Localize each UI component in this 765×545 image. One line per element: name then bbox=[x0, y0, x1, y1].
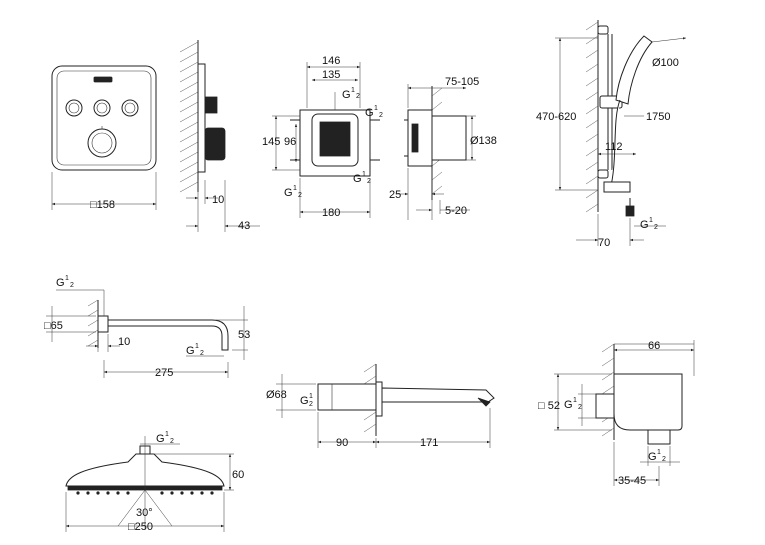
svg-text:1: 1 bbox=[195, 343, 199, 350]
label-box-g-top: G bbox=[342, 89, 351, 101]
bath-spout-view: Ø68 G 1 2 90 171 bbox=[266, 363, 495, 449]
dim-arm-53: 53 bbox=[238, 329, 250, 341]
svg-text:1: 1 bbox=[657, 449, 661, 456]
dim-box-25: 25 bbox=[389, 189, 401, 201]
knob-side-icon bbox=[204, 127, 226, 161]
button-2-icon bbox=[93, 99, 111, 117]
svg-text:1: 1 bbox=[374, 105, 378, 112]
label-head-g: G bbox=[156, 433, 165, 445]
dim-box-135: 135 bbox=[322, 69, 340, 81]
dim-head-30: 30° bbox=[136, 507, 153, 519]
svg-text:2: 2 bbox=[170, 438, 174, 445]
button-1-icon bbox=[65, 99, 83, 117]
svg-text:2: 2 bbox=[662, 456, 666, 463]
dim-shower-1750: 1750 bbox=[646, 111, 670, 123]
dim-control-10: 10 bbox=[212, 194, 224, 206]
control-panel-plate bbox=[51, 65, 157, 171]
svg-text:2: 2 bbox=[578, 404, 582, 411]
spout-body bbox=[381, 387, 495, 403]
dim-elbow-35-45: 35-45 bbox=[618, 475, 646, 487]
label-arm-g-top: G bbox=[56, 277, 65, 289]
dim-control-43: 43 bbox=[238, 220, 250, 232]
dim-elbow-66: 66 bbox=[648, 340, 660, 352]
label-shower-g: G bbox=[640, 219, 649, 231]
dim-box-138: Ø138 bbox=[470, 135, 497, 147]
dim-box-96: 96 bbox=[284, 136, 296, 148]
handshower-icon bbox=[615, 35, 653, 105]
dim-arm-65: □65 bbox=[44, 320, 63, 332]
dim-control-158: □158 bbox=[90, 199, 115, 211]
dim-shower-112: 112 bbox=[605, 141, 623, 153]
install-box-side-view: 75-105 Ø138 25 5-20 bbox=[389, 76, 497, 220]
dim-arm-10: 10 bbox=[118, 336, 130, 348]
dim-spout-171: 171 bbox=[420, 437, 438, 449]
shower-arm bbox=[107, 319, 229, 351]
dim-box-5-20: 5-20 bbox=[445, 205, 467, 217]
svg-text:2: 2 bbox=[654, 224, 658, 231]
svg-text:2: 2 bbox=[309, 401, 313, 408]
dim-arm-275: 275 bbox=[155, 367, 173, 379]
dim-elbow-52: □ 52 bbox=[538, 400, 560, 412]
svg-text:2: 2 bbox=[356, 93, 360, 100]
svg-text:1: 1 bbox=[65, 275, 69, 282]
shower-arm-view: G 1 2 □65 10 53 G 1 2 275 bbox=[44, 275, 250, 379]
label-elbow-g-bottom: G bbox=[648, 451, 657, 463]
dim-box-146: 146 bbox=[322, 55, 340, 67]
elbow-outlet bbox=[647, 429, 671, 445]
button-side-icon bbox=[204, 96, 218, 114]
dim-spout-90: 90 bbox=[336, 437, 348, 449]
control-panel-side-view: 10 43 bbox=[179, 40, 260, 232]
label-box-g-right: G bbox=[365, 107, 374, 119]
label-arm-g-end: G bbox=[186, 345, 195, 357]
shower-rail-view: Ø100 470-620 1750 112 70 G 1 2 bbox=[536, 20, 687, 249]
head-shower-view: G 1 2 60 30° □250 bbox=[65, 431, 244, 533]
control-panel-front-view: □158 bbox=[51, 65, 157, 211]
svg-text:2: 2 bbox=[367, 178, 371, 185]
svg-text:1: 1 bbox=[309, 393, 313, 400]
wall-outlet bbox=[603, 181, 631, 193]
install-box-mechanism-icon bbox=[319, 121, 351, 157]
dim-spout-68: Ø68 bbox=[266, 389, 287, 401]
grohe-logo-icon bbox=[93, 76, 113, 83]
dim-shower-70: 70 bbox=[598, 237, 610, 249]
arm-flange bbox=[97, 315, 109, 333]
label-spout-g: G bbox=[300, 395, 309, 407]
dim-box-180: 180 bbox=[322, 207, 340, 219]
dim-head-60: 60 bbox=[232, 469, 244, 481]
dim-head-250: □250 bbox=[128, 521, 153, 533]
wall-elbow-view: 66 □ 52 G 1 2 G 1 2 35-45 bbox=[538, 340, 695, 487]
elbow-connector bbox=[595, 393, 615, 419]
svg-text:1: 1 bbox=[165, 431, 169, 438]
spout-connector bbox=[317, 383, 377, 411]
dim-box-75-105: 75-105 bbox=[445, 76, 479, 88]
side-plate bbox=[197, 63, 206, 173]
svg-text:1: 1 bbox=[351, 87, 355, 94]
svg-text:1: 1 bbox=[573, 397, 577, 404]
box-side-body bbox=[431, 115, 467, 161]
svg-text:1: 1 bbox=[362, 171, 366, 178]
label-elbow-g-side: G bbox=[564, 399, 573, 411]
label-box-g-bottom: G bbox=[353, 173, 362, 185]
label-box-g-left: G bbox=[284, 187, 293, 199]
button-3-icon bbox=[121, 99, 139, 117]
svg-text:2: 2 bbox=[200, 350, 204, 357]
wall-elbow-body bbox=[613, 373, 683, 431]
dim-shower-470-620: 470-620 bbox=[536, 111, 576, 123]
svg-text:2: 2 bbox=[379, 112, 383, 119]
dim-shower-100: Ø100 bbox=[652, 57, 679, 69]
install-box-front-view: 146 135 G 1 2 G 1 2 145 96 G 1 2 G 1 2 1… bbox=[262, 55, 383, 219]
svg-text:1: 1 bbox=[649, 217, 653, 224]
dim-box-145: 145 bbox=[262, 136, 280, 148]
svg-text:1: 1 bbox=[293, 185, 297, 192]
svg-text:2: 2 bbox=[70, 282, 74, 289]
